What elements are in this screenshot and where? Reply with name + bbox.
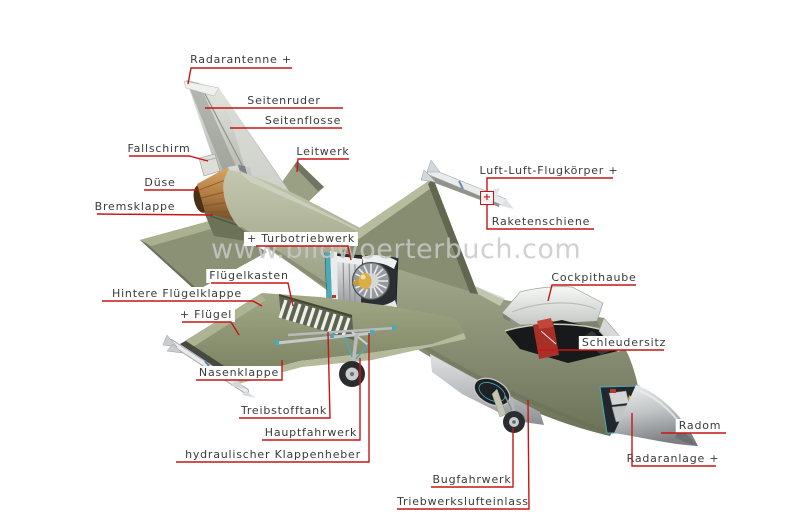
label-treibstofftank: Treibstofftank (237, 404, 331, 418)
fuel-tank-ribs (278, 299, 351, 337)
air-intake (430, 354, 544, 425)
leader-bremsklappe (96, 213, 214, 216)
label-hintere-fluegelklappe: Hintere Flügelklappe (109, 287, 245, 301)
nose-landing-gear (491, 388, 525, 433)
turbojet-engine-cutaway (324, 251, 399, 313)
leader-treibstofftank (239, 331, 331, 419)
label-hydraulischer-klappenheber: hydraulischer Klappenheber (182, 448, 364, 462)
leading-edge-flap (233, 333, 466, 384)
fin-tip-antenna-cap (183, 80, 220, 97)
leader-radaranlage (631, 413, 716, 467)
label-radom: Radom (675, 419, 725, 433)
label-luft-luft-flugkoerper: Luft-Luft-Flugkörper + (476, 164, 622, 178)
leader-turbotriebwerk (256, 245, 352, 261)
label-fallschirm: Fallschirm (124, 142, 194, 156)
leader-hintere-fluegelklappe (102, 300, 263, 307)
label-seitenruder: Seitenruder (244, 94, 324, 108)
label-bremsklappe: Bremsklappe (91, 200, 179, 214)
leader-fluegel (182, 321, 240, 336)
leader-hauptfahrwerk (262, 358, 361, 441)
label-fluegel: + Flügel (176, 308, 236, 322)
missile-plus-marker: + (480, 191, 494, 205)
leader-nasenklappe (196, 360, 283, 381)
label-seitenflosse: Seitenflosse (261, 114, 345, 128)
leader-fallschirm (129, 155, 209, 162)
label-turbotriebwerk: + Turbotriebwerk (243, 232, 359, 246)
leader-raketenschiene (486, 205, 594, 230)
label-duese: Düse (141, 176, 179, 190)
label-schleudersitz: Schleudersitz (578, 336, 670, 350)
label-triebwerkslufteinlass: Triebwerkslufteinlass (394, 495, 532, 509)
leader-bugfahrwerk (431, 428, 514, 488)
label-radarantenne: Radarantenne + (187, 53, 295, 67)
leader-triebwerkslufteinlass (397, 399, 530, 510)
label-hauptfahrwerk: Hauptfahrwerk (261, 426, 361, 440)
leader-radarantenne (187, 67, 292, 85)
main-landing-gear (339, 332, 372, 387)
leader-leitwerk (296, 158, 349, 173)
label-nasenklappe: Nasenklappe (195, 366, 283, 380)
label-raketenschiene: Raketenschiene (488, 215, 594, 229)
leader-hydraulischer-klappenheber (176, 333, 370, 463)
label-fluegelkasten: Flügelkasten (206, 269, 292, 283)
label-radaranlage: Radaranlage + (623, 452, 723, 466)
label-leitwerk: Leitwerk (293, 145, 353, 159)
main-wing (180, 293, 466, 384)
label-bugfahrwerk: Bugfahrwerk (429, 473, 515, 487)
label-cockpithaube: Cockpithaube (548, 271, 640, 285)
leader-cockpithaube (547, 284, 636, 302)
leader-luft-luft-flugkoerper (486, 177, 613, 191)
leader-fluegelkasten (211, 282, 294, 307)
